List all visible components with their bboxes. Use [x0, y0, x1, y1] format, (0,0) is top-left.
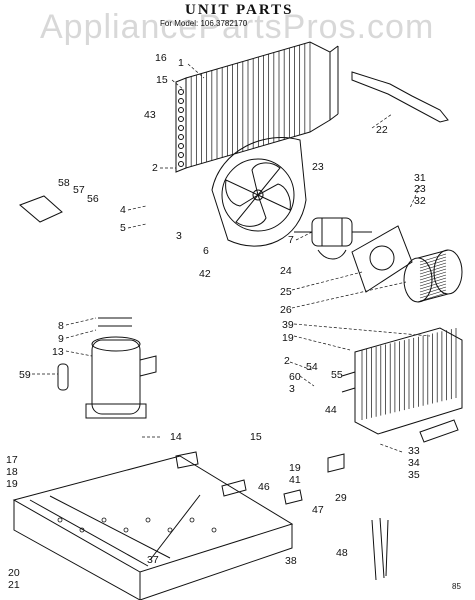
callout-c1: 1 [178, 57, 184, 69]
callout-c19a: 19 [282, 332, 294, 344]
callout-c37: 37 [147, 554, 159, 566]
page-code: 85 [452, 582, 461, 591]
callout-c17: 17 [6, 454, 18, 466]
callout-c4: 4 [120, 204, 126, 216]
callout-c58: 58 [58, 177, 70, 189]
leader-lines [32, 63, 431, 453]
callout-c7: 7 [288, 234, 294, 246]
callout-c47: 47 [312, 504, 324, 516]
callout-c54: 54 [306, 361, 318, 373]
callout-c26: 26 [280, 304, 292, 316]
callout-c42: 42 [199, 268, 211, 280]
callout-c41: 41 [289, 474, 301, 486]
callout-c16: 16 [155, 52, 167, 64]
callout-c25: 25 [280, 286, 292, 298]
evaporator-coil [341, 327, 463, 435]
callout-c19c: 19 [289, 462, 301, 474]
callout-c18: 18 [6, 466, 18, 478]
callout-c20: 20 [8, 567, 20, 579]
fan-shroud [211, 136, 307, 247]
callout-c15a: 15 [156, 74, 168, 86]
callout-c60: 60 [289, 371, 301, 383]
callout-c55: 55 [331, 369, 343, 381]
callout-c13: 13 [52, 346, 64, 358]
callout-c24: 24 [280, 265, 292, 277]
callout-c3b: 3 [289, 383, 295, 395]
callout-c46: 46 [258, 481, 270, 493]
callout-c48: 48 [336, 547, 348, 559]
compressor [85, 317, 157, 419]
callout-c21: 21 [8, 579, 20, 591]
callout-c34: 34 [408, 457, 420, 469]
callout-c35: 35 [408, 469, 420, 481]
callout-c3a: 3 [176, 230, 182, 242]
callout-c38: 38 [285, 555, 297, 567]
callout-c15b: 15 [250, 431, 262, 443]
watermark: AppliancePartsPros.com [40, 8, 435, 46]
callout-c22: 22 [376, 124, 388, 136]
fan-motor [294, 217, 372, 260]
callout-c59: 59 [19, 369, 31, 381]
callout-c39: 39 [282, 319, 294, 331]
callout-c19b: 19 [6, 478, 18, 490]
callout-c14: 14 [170, 431, 182, 443]
brackets [19, 71, 459, 581]
callout-c5: 5 [120, 222, 126, 234]
blower-wheel [403, 249, 463, 303]
base-pan [12, 455, 294, 600]
callout-c6: 6 [203, 245, 209, 257]
scroll-plate [351, 225, 413, 293]
callout-c2a: 2 [152, 162, 158, 174]
callout-c56: 56 [87, 193, 99, 205]
callout-c57: 57 [73, 184, 85, 196]
diagram-title: UNIT PARTS [185, 2, 294, 18]
callout-c29: 29 [335, 492, 347, 504]
callout-c8: 8 [58, 320, 64, 332]
callout-c23b: 23 [414, 183, 426, 195]
callout-c44: 44 [325, 404, 337, 416]
callout-c33: 33 [408, 445, 420, 457]
callout-c43: 43 [144, 109, 156, 121]
callout-c2b: 2 [284, 355, 290, 367]
condenser-coil [175, 41, 339, 173]
callout-c23a: 23 [312, 161, 324, 173]
callout-c31: 31 [414, 172, 426, 184]
callout-c9: 9 [58, 333, 64, 345]
callout-c32: 32 [414, 195, 426, 207]
model-subtitle: For Model: 106.3782170 [160, 19, 248, 28]
